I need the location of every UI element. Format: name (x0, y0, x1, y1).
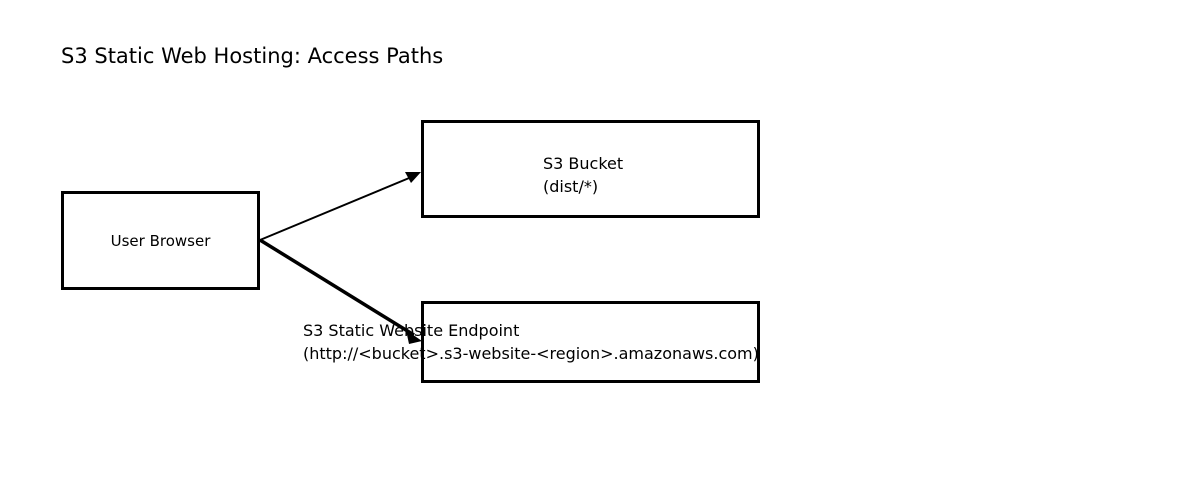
node-s3-bucket-label-line1: S3 Bucket (543, 154, 624, 173)
page-title: S3 Static Web Hosting: Access Paths (61, 44, 444, 68)
edge-browser-to-bucket (259, 172, 421, 241)
node-s3-bucket-label-line2: (dist/*) (543, 177, 599, 196)
node-s3-bucket-label: S3 Bucket (dist/*) (543, 152, 623, 198)
node-user-browser[interactable]: User Browser (61, 191, 260, 290)
edge-label-line1: S3 Static Website Endpoint (303, 321, 520, 340)
node-user-browser-label: User Browser (110, 231, 211, 250)
node-s3-bucket[interactable]: S3 Bucket (dist/*) (421, 120, 760, 218)
node-website-endpoint[interactable] (421, 301, 760, 383)
edge-browser-to-endpoint-label: S3 Static Website Endpoint (http://<buck… (303, 319, 759, 365)
edge-label-line2: (http://<bucket>.s3-website-<region>.ama… (303, 344, 759, 363)
